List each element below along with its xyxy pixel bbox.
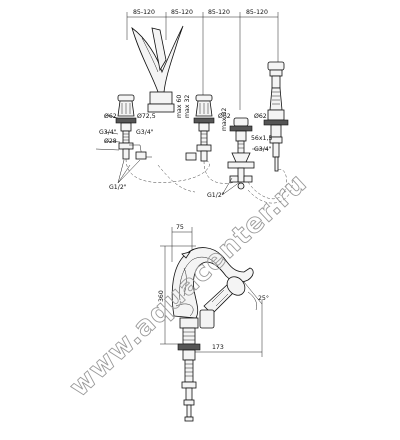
y-spout bbox=[131, 25, 184, 113]
leader-line bbox=[221, 177, 241, 196]
middle-handle bbox=[185, 94, 215, 162]
label-max60: max 60 bbox=[176, 95, 183, 118]
leader-line bbox=[117, 159, 141, 184]
label-g34-right: G3/4" bbox=[254, 146, 272, 153]
label-g12-mid: G1/2" bbox=[207, 192, 225, 199]
leader-line bbox=[104, 131, 119, 135]
top-view: 85-120 85-120 85-120 85-120 bbox=[95, 9, 293, 204]
angle-arc bbox=[247, 291, 257, 311]
spacing-dim-3: 85-120 bbox=[208, 9, 230, 16]
label-max32-a: max 32 bbox=[184, 95, 191, 118]
hand-shower bbox=[263, 61, 289, 172]
leader-line bbox=[104, 114, 119, 119]
diverter-valve bbox=[227, 117, 255, 190]
leader-line bbox=[95, 148, 120, 151]
leader-line bbox=[104, 140, 121, 143]
label-dim-360: 360 bbox=[158, 290, 165, 302]
spacing-dim-1: 85-120 bbox=[133, 9, 155, 16]
side-hand-shower bbox=[199, 276, 246, 329]
label-hose-thread: 56x1,5 bbox=[251, 135, 272, 142]
side-view: 75 360 173 25° bbox=[158, 224, 269, 422]
label-dim-75: 75 bbox=[176, 224, 184, 231]
label-g12-left: G1/2" bbox=[109, 184, 127, 191]
label-g34-left-2: G3/4" bbox=[136, 129, 154, 136]
spacing-dim-2: 85-120 bbox=[171, 9, 193, 16]
label-dim-173: 173 bbox=[212, 344, 224, 351]
spacing-dim-4: 85-120 bbox=[246, 9, 268, 16]
label-g34-left-1: G3/4" bbox=[99, 129, 117, 136]
swan-spout bbox=[171, 247, 254, 319]
label-d62-left: Ø62 bbox=[104, 112, 117, 120]
label-d62-mid: Ø62 bbox=[218, 112, 231, 120]
hose-connections bbox=[125, 158, 293, 204]
label-d62-right: Ø62 bbox=[254, 112, 267, 120]
label-d72-5: Ø72,5 bbox=[137, 112, 156, 120]
side-base-and-tail bbox=[177, 317, 201, 422]
label-max32-b: max 32 bbox=[221, 108, 228, 131]
label-angle: 25° bbox=[258, 294, 269, 302]
label-d28: Ø28 bbox=[104, 137, 117, 145]
angle-ray bbox=[243, 281, 263, 305]
left-handle bbox=[115, 94, 152, 160]
